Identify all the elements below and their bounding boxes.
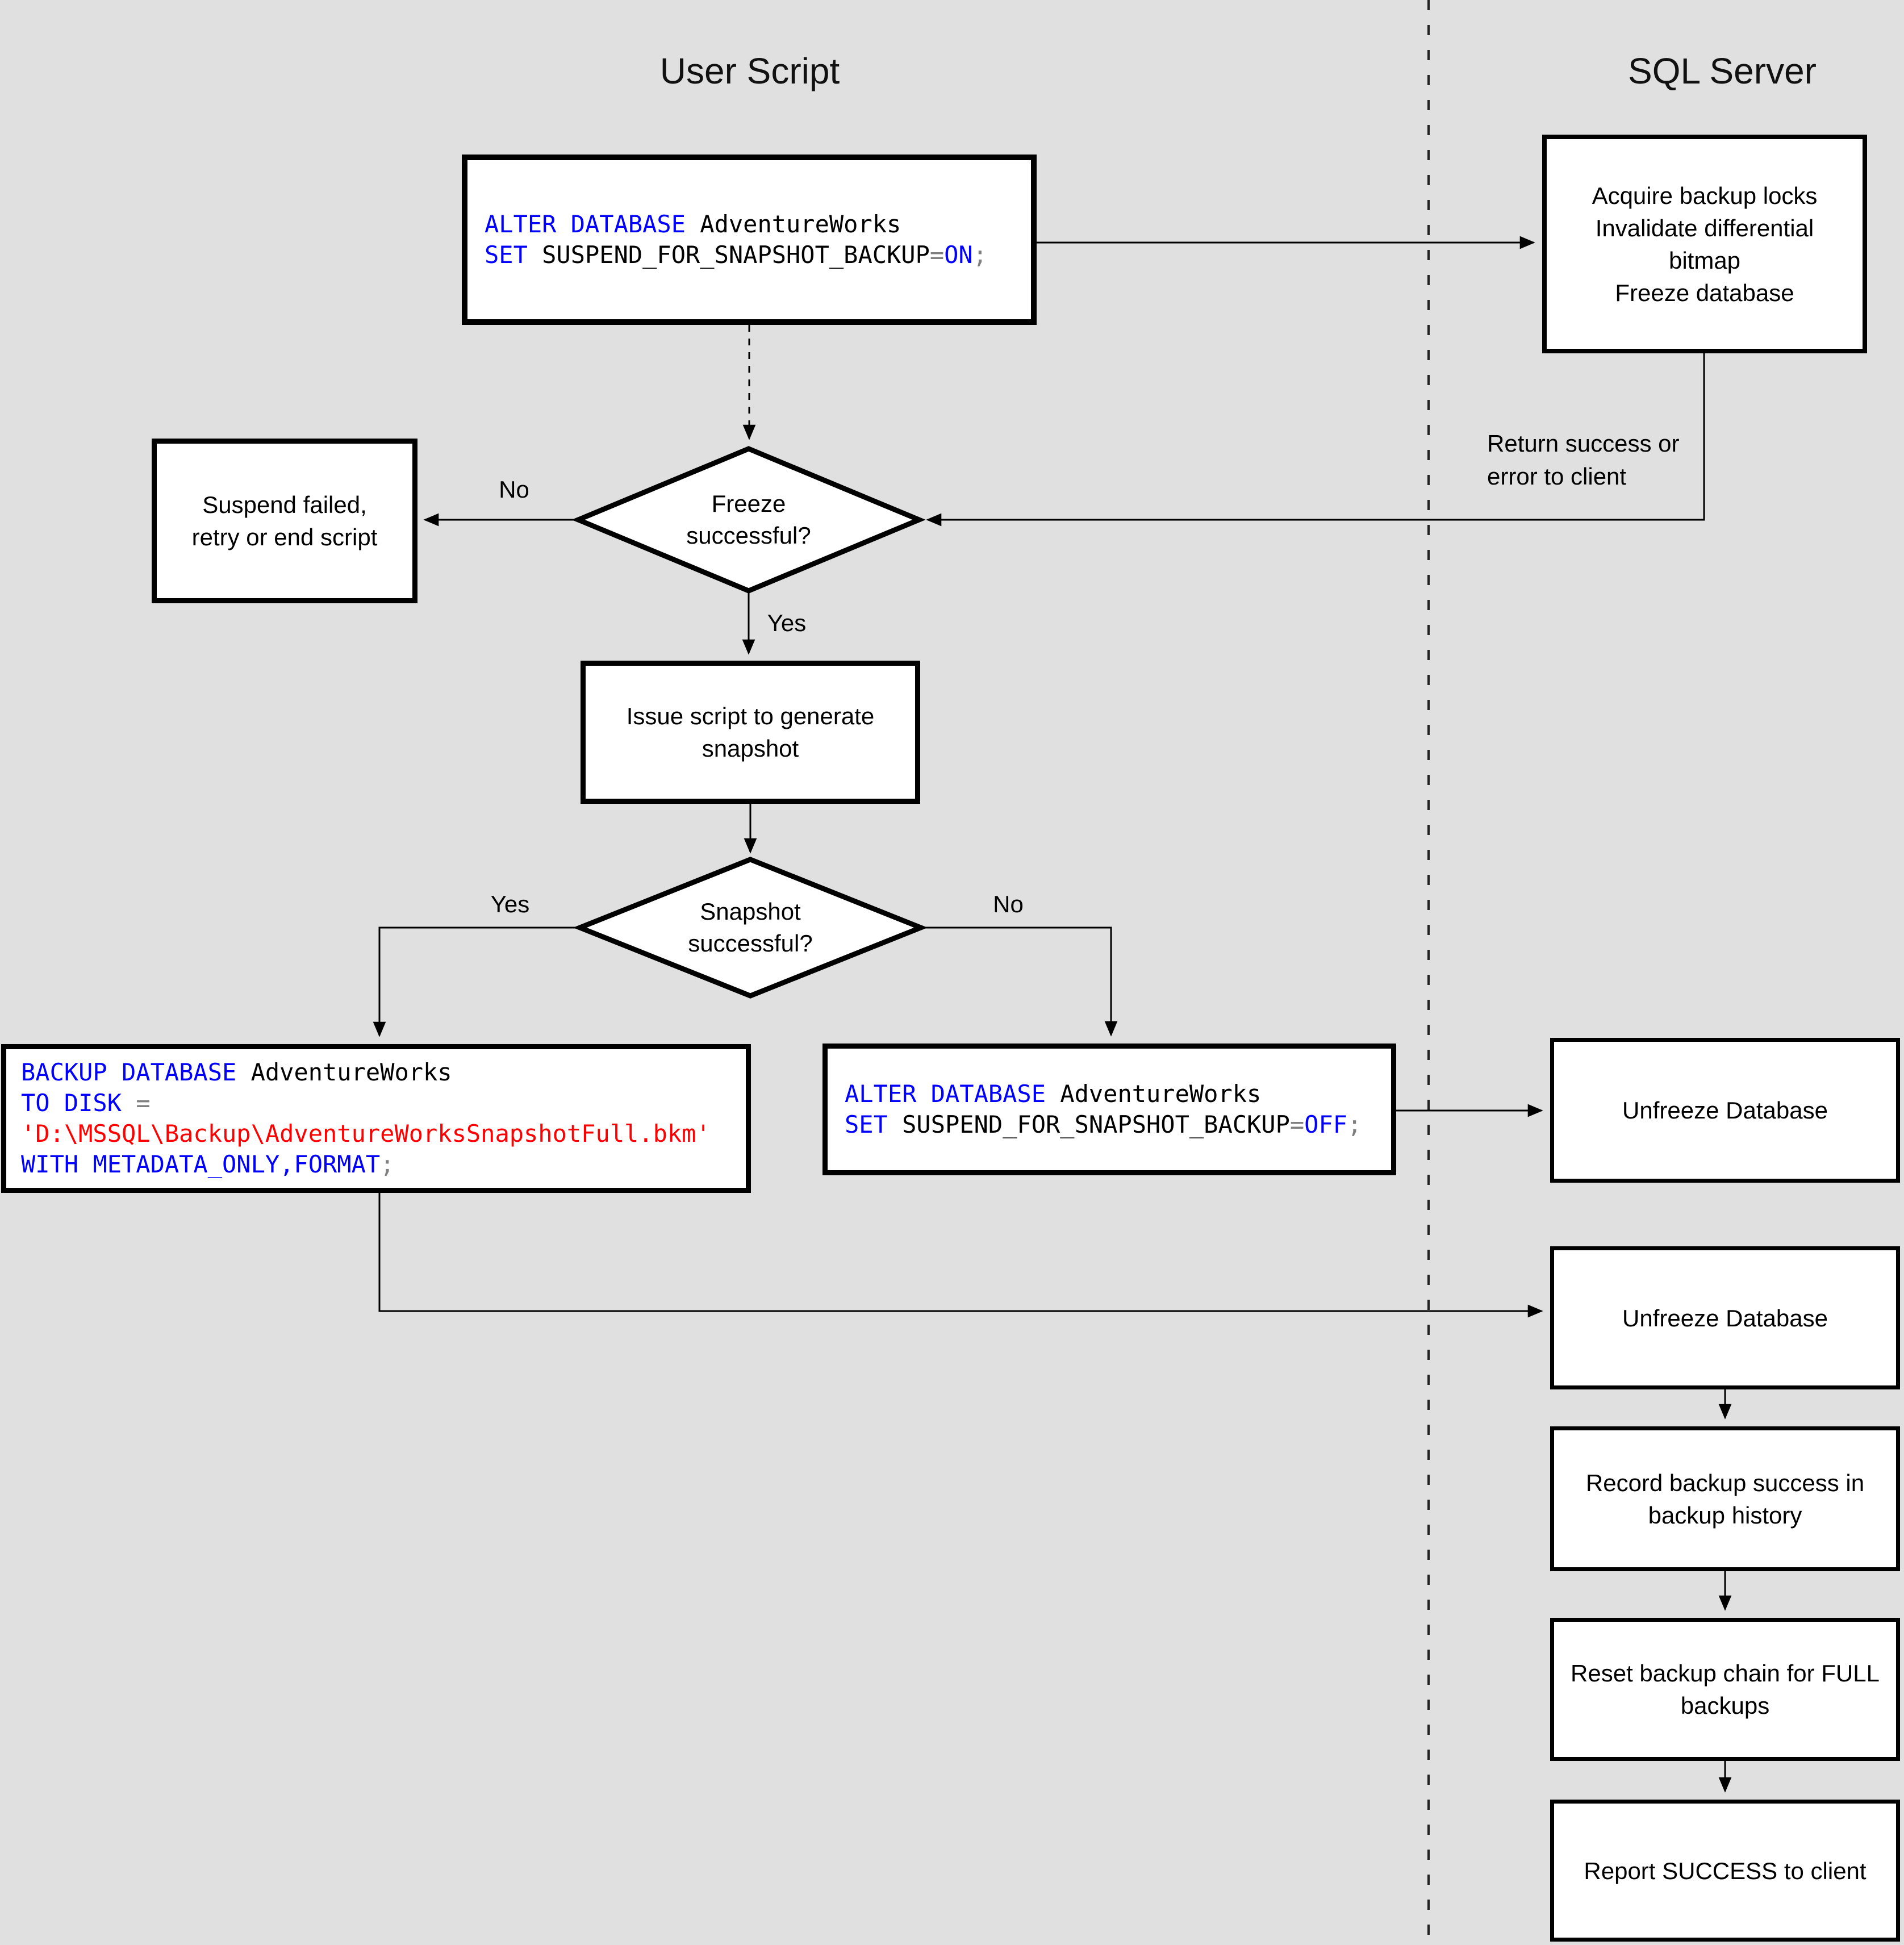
issue-script-node: Issue script to generate snapshot	[581, 661, 920, 804]
connector-snapshot-yes-to-backup	[373, 926, 580, 1037]
report-success-node: Report SUCCESS to client	[1550, 1800, 1900, 1942]
unfreeze-database-node-2: Unfreeze Database	[1550, 1246, 1900, 1389]
freeze-decision-label: Freeze successful?	[686, 490, 811, 549]
freeze-yes-label: Yes	[767, 610, 807, 636]
acquire-locks-node: Acquire backup locks Invalidate differen…	[1542, 135, 1867, 353]
connector-snapshot-no-to-alter-off	[921, 926, 1118, 1037]
freeze-no-label: No	[499, 476, 529, 503]
unfreeze-database-node-1: Unfreeze Database	[1550, 1038, 1900, 1183]
snapshot-decision-label: Snapshot successful?	[688, 898, 813, 957]
snapshot-yes-label: Yes	[490, 891, 530, 917]
record-backup-history-node: Record backup success in backup history	[1550, 1426, 1900, 1571]
reset-backup-chain-node: Reset backup chain for FULL backups	[1550, 1618, 1900, 1761]
return-success-note: Return success or error to client	[1487, 430, 1680, 490]
snapshot-no-label: No	[993, 891, 1024, 917]
user-script-column-title: User Script	[659, 51, 840, 91]
suspend-failed-node: Suspend failed, retry or end script	[152, 439, 417, 603]
sql-server-column-title: SQL Server	[1628, 51, 1817, 91]
connector-backup-to-unfreeze2	[378, 1193, 1543, 1318]
